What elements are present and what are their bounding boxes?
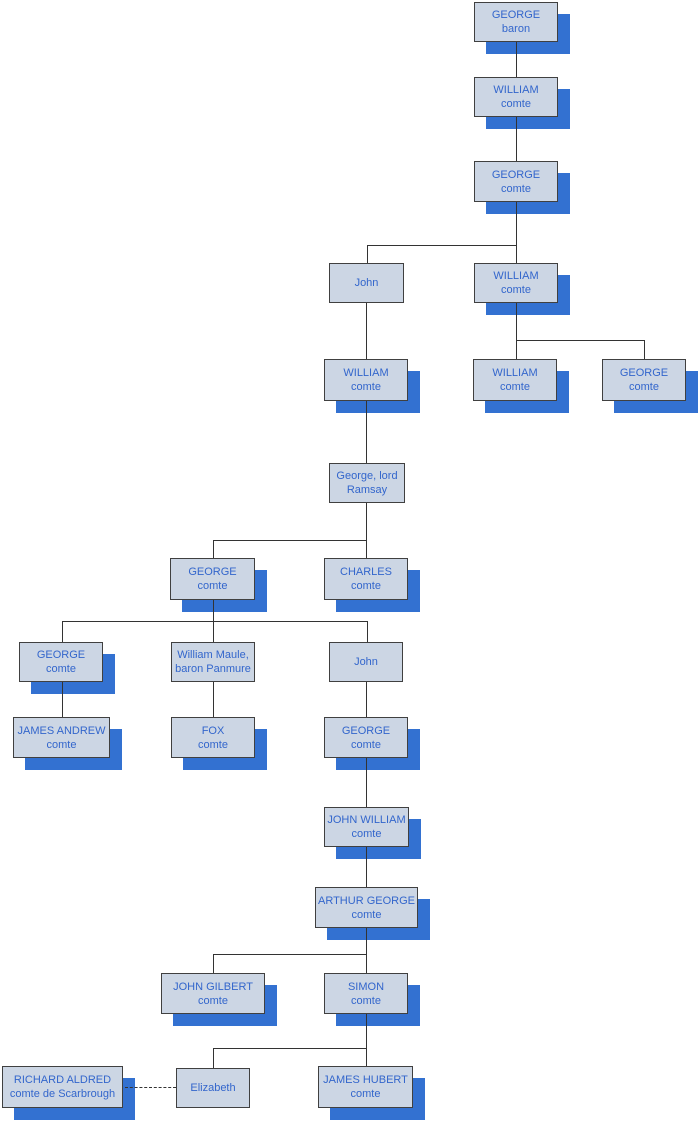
marriage-dashed-line: [125, 1087, 176, 1088]
node-george-comte-2[interactable]: GEORGE comte: [602, 359, 686, 401]
node-george-baron[interactable]: GEORGE baron: [474, 2, 558, 42]
node-title: comte: [351, 828, 382, 840]
connector-line: [366, 1014, 367, 1066]
node-name: Elizabeth: [190, 1082, 236, 1094]
node-name: William Maule,: [177, 649, 249, 661]
connector-line: [62, 682, 63, 717]
node-title: comte: [46, 738, 77, 751]
node-title: baron Panmure: [175, 663, 251, 675]
connector-line: [366, 401, 367, 463]
node-george-comte-5[interactable]: GEORGE comte: [324, 717, 408, 758]
connector-line: [644, 340, 645, 359]
node-john-gilbert-comte[interactable]: JOHN GILBERT comte: [161, 973, 265, 1014]
connector-line: [367, 245, 517, 246]
node-simon-comte[interactable]: SIMON comte: [324, 973, 408, 1014]
connector-line: [366, 758, 367, 807]
connector-line: [62, 621, 368, 622]
connector-line: [516, 42, 517, 77]
node-name: ARTHUR GEORGE: [318, 894, 415, 907]
node-john-william-comte[interactable]: JOHN WILLIAM comte: [324, 807, 409, 847]
node-name: GEORGE: [341, 724, 391, 737]
node-george-comte-3[interactable]: GEORGE comte: [170, 558, 255, 600]
node-name: GEORGE: [619, 367, 669, 379]
node-richard-aldred[interactable]: RICHARD ALDRED comte de Scarbrough: [2, 1066, 123, 1108]
node-elizabeth[interactable]: Elizabeth: [176, 1068, 250, 1108]
connector-line: [366, 503, 367, 558]
node-name: RICHARD ALDRED: [13, 1074, 112, 1086]
connector-line: [366, 847, 367, 887]
node-title: Ramsay: [346, 484, 388, 496]
connector-line: [213, 1048, 214, 1068]
connector-line: [213, 954, 214, 973]
connector-line: [367, 245, 368, 263]
connector-line: [516, 117, 517, 161]
connector-line: [366, 682, 367, 717]
node-name: JAMES HUBERT: [323, 1074, 408, 1086]
node-name: George, lord: [336, 470, 398, 482]
node-name: GEORGE: [491, 9, 541, 21]
connector-line: [213, 540, 214, 558]
node-john-2[interactable]: John: [329, 642, 403, 682]
node-william-comte-1[interactable]: WILLIAM comte: [474, 77, 558, 117]
connector-line: [516, 303, 517, 359]
node-charles-comte[interactable]: CHARLES comte: [324, 558, 408, 600]
node-arthur-george-comte[interactable]: ARTHUR GEORGE comte: [315, 887, 418, 928]
node-title: comte: [351, 908, 382, 921]
node-title: comte de Scarbrough: [9, 1088, 116, 1100]
node-title: comte: [350, 1088, 381, 1100]
connector-line: [367, 621, 368, 642]
node-name: WILLIAM: [493, 270, 539, 282]
node-name: SIMON: [347, 980, 385, 993]
node-name: CHARLES: [340, 566, 392, 578]
connector-line: [62, 621, 63, 642]
node-name: WILLIAM: [492, 367, 538, 379]
node-george-comte-4[interactable]: GEORGE comte: [19, 642, 103, 682]
node-title: comte: [351, 580, 381, 592]
node-william-comte-3[interactable]: WILLIAM comte: [324, 359, 408, 401]
node-name: GEORGE: [491, 168, 541, 181]
connector-line: [213, 954, 367, 955]
node-title: comte: [351, 381, 381, 393]
connector-line: [213, 682, 214, 717]
node-name: JOHN WILLIAM: [327, 814, 406, 826]
node-title: comte: [351, 994, 381, 1007]
connector-line: [213, 540, 367, 541]
node-george-comte-1[interactable]: GEORGE comte: [474, 161, 558, 202]
node-name: John: [354, 656, 378, 668]
node-fox-comte[interactable]: FOX comte: [171, 717, 255, 758]
node-title: baron: [501, 23, 531, 35]
connector-line: [366, 928, 367, 973]
node-james-andrew-comte[interactable]: JAMES ANDREW comte: [13, 717, 110, 758]
node-title: comte: [501, 182, 531, 195]
node-title: comte: [629, 381, 659, 393]
node-name: GEORGE: [188, 566, 237, 578]
node-william-maule[interactable]: William Maule, baron Panmure: [171, 642, 255, 682]
node-john-1[interactable]: John: [329, 263, 404, 303]
node-title: comte: [351, 738, 381, 751]
node-title: comte: [501, 98, 531, 110]
connector-line: [516, 340, 645, 341]
connector-line: [213, 1048, 367, 1049]
node-name: JOHN GILBERT: [173, 980, 253, 993]
connector-line: [516, 202, 517, 263]
node-name: WILLIAM: [493, 84, 539, 96]
node-name: WILLIAM: [343, 367, 389, 379]
node-title: comte: [198, 738, 228, 751]
node-name: JAMES ANDREW: [17, 724, 106, 737]
node-title: comte: [198, 994, 228, 1007]
node-name: GEORGE: [36, 649, 86, 661]
node-george-lord-ramsay[interactable]: George, lord Ramsay: [329, 463, 405, 503]
node-william-comte-2[interactable]: WILLIAM comte: [474, 263, 558, 303]
node-title: comte: [500, 381, 530, 393]
connector-line: [366, 303, 367, 359]
node-name: FOX: [201, 724, 225, 737]
node-james-hubert-comte[interactable]: JAMES HUBERT comte: [318, 1066, 413, 1108]
node-william-comte-4[interactable]: WILLIAM comte: [473, 359, 557, 401]
node-title: comte: [46, 663, 76, 675]
node-title: comte: [501, 284, 531, 296]
node-name: John: [354, 277, 379, 289]
node-title: comte: [197, 580, 228, 592]
